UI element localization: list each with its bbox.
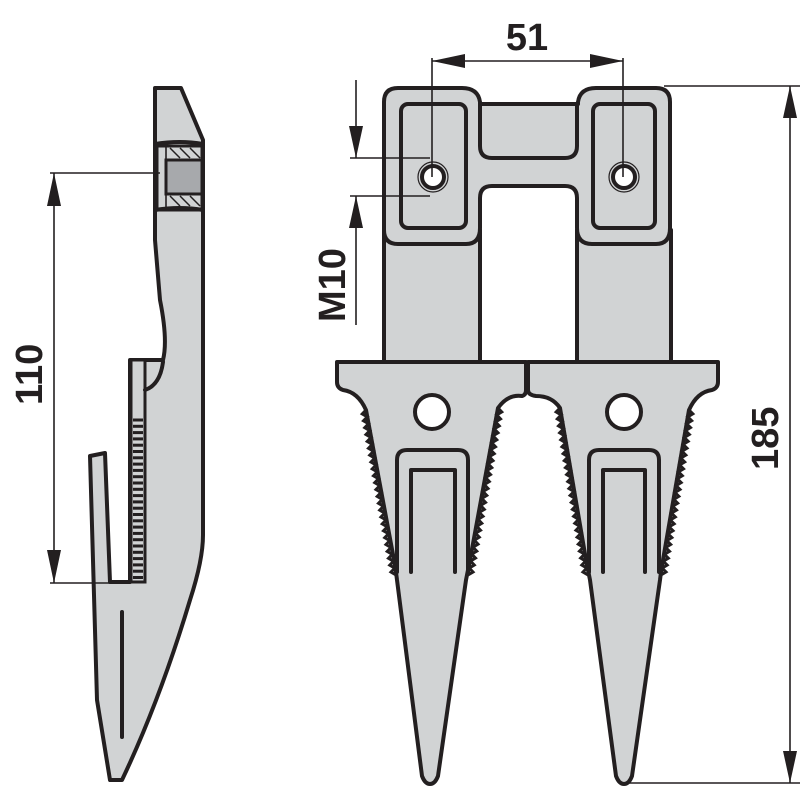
- dimension-side-length: 110: [9, 172, 160, 584]
- hatch-bottom-icon: [169, 195, 201, 207]
- dimension-label-m10: M10: [312, 248, 354, 322]
- front-view: [335, 86, 720, 786]
- dimension-label-185: 185: [745, 407, 787, 470]
- dimension-hole-spacing: 51: [431, 17, 624, 177]
- dimension-overall-length: 185: [626, 85, 800, 784]
- hatch-top-icon: [169, 147, 201, 159]
- serration-teeth: [133, 418, 143, 579]
- dimension-thread: M10: [312, 80, 430, 325]
- finger-hole-right: [605, 393, 643, 431]
- bolt-hole-left: [417, 161, 449, 193]
- side-view: [88, 86, 205, 782]
- finger-hole-left: [413, 393, 451, 431]
- dimension-label-110: 110: [9, 344, 51, 405]
- serration-teeth-front: [359, 406, 696, 577]
- dimension-label-51: 51: [506, 17, 548, 59]
- bolt-hole-right: [608, 161, 640, 193]
